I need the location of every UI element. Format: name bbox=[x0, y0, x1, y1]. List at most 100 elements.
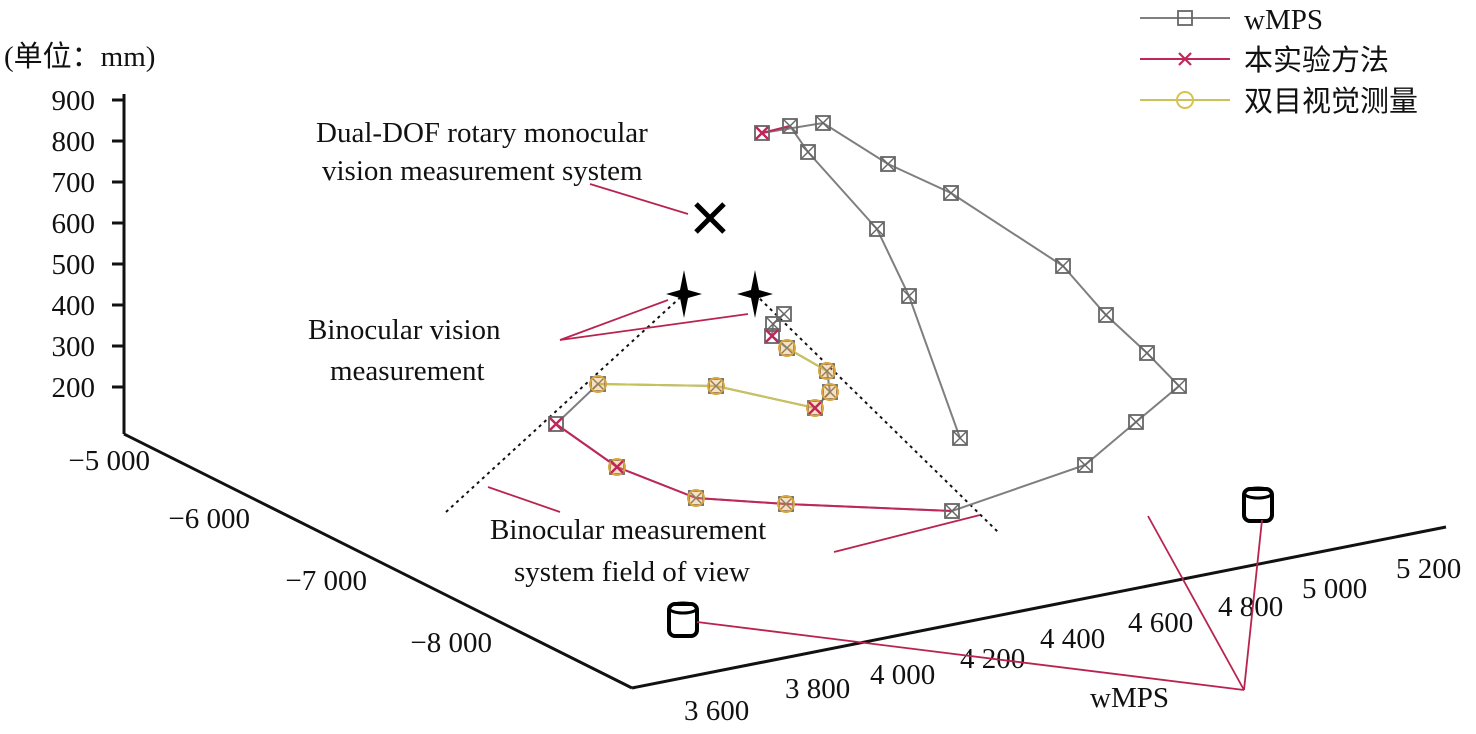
wmps-point bbox=[815, 115, 831, 131]
z-tick-label: 300 bbox=[52, 331, 96, 363]
wmps-point bbox=[1055, 258, 1071, 274]
wmps-point-square bbox=[1171, 378, 1187, 394]
leader-wmps-2 bbox=[1243, 519, 1263, 691]
wmps-transmitter-top bbox=[1242, 486, 1274, 500]
leader-wmps-1 bbox=[696, 621, 1245, 691]
x-tick-label: 3 600 bbox=[684, 695, 749, 727]
wmps-point-cross bbox=[952, 430, 968, 446]
wmps-point-cross bbox=[778, 496, 794, 512]
wmps-point-square bbox=[943, 185, 959, 201]
wmps-point bbox=[944, 503, 960, 519]
wmps-point bbox=[782, 118, 798, 134]
y-tick-label: −7 000 bbox=[285, 565, 367, 597]
fov-left-line bbox=[445, 293, 685, 513]
wmps-point-square bbox=[815, 115, 831, 131]
wmps-point bbox=[952, 430, 968, 446]
wmps-point-cross bbox=[688, 490, 704, 506]
wmps-point-cross bbox=[779, 340, 795, 356]
experimental-point bbox=[610, 460, 624, 474]
wmps-point-cross bbox=[944, 503, 960, 519]
y-tick-mark bbox=[285, 514, 299, 523]
y-tick-label: −8 000 bbox=[410, 627, 492, 659]
wmps-point-cross bbox=[590, 376, 606, 392]
legend-marker-circle bbox=[1176, 91, 1194, 109]
x-axis-line bbox=[631, 525, 1447, 690]
y-tick-mark bbox=[517, 630, 531, 639]
wmps-point-cross bbox=[1077, 457, 1093, 473]
wmps-point-cross bbox=[1055, 258, 1071, 274]
x-tick-label: 4 400 bbox=[1040, 623, 1105, 655]
wmps-point-square bbox=[548, 416, 564, 432]
series-binocular-line bbox=[597, 383, 816, 409]
wmps-point-cross bbox=[815, 115, 831, 131]
z-tick-label: 500 bbox=[52, 249, 96, 281]
wmps-point-square bbox=[1055, 258, 1071, 274]
x-tick-label: 5 200 bbox=[1396, 553, 1461, 585]
binocular-camera-star-icon bbox=[737, 270, 773, 318]
wmps-point-square bbox=[1128, 414, 1144, 430]
experimental-point bbox=[755, 126, 769, 140]
binocular-point bbox=[818, 362, 836, 380]
binocular-point bbox=[687, 489, 705, 507]
wmps-point-square bbox=[782, 118, 798, 134]
wmps-point-square bbox=[1098, 307, 1114, 323]
x-tick-label: 4 600 bbox=[1128, 607, 1193, 639]
wmps-point-cross bbox=[1139, 345, 1155, 361]
devices-layer bbox=[487, 183, 1274, 691]
wmps-point bbox=[1077, 457, 1093, 473]
wmps-point-square bbox=[1077, 457, 1093, 473]
z-tick-label: 400 bbox=[52, 290, 96, 322]
binocular-point bbox=[777, 495, 795, 513]
fov-right-line bbox=[754, 293, 999, 533]
wmps-point-cross bbox=[869, 221, 885, 237]
series-exp-segment bbox=[761, 125, 791, 134]
wmps-transmitter-icon bbox=[667, 602, 699, 638]
binocular-camera-star-icon bbox=[666, 270, 702, 318]
legend-marker-square bbox=[1177, 10, 1193, 26]
wmps-point-square bbox=[800, 144, 816, 160]
legend-label: 双目视觉测量 bbox=[1244, 85, 1418, 118]
wmps-point-cross bbox=[901, 288, 917, 304]
wmps-point-square bbox=[754, 125, 770, 141]
experimental-point bbox=[808, 401, 822, 415]
leader-binocular-left bbox=[559, 299, 669, 341]
wmps-point bbox=[943, 185, 959, 201]
series-wmps-line bbox=[554, 121, 1181, 513]
wmps-point-cross bbox=[880, 156, 896, 172]
wmps-point-square bbox=[776, 306, 792, 322]
wmps-point-square bbox=[901, 288, 917, 304]
annotation-binocular-line-2: measurement bbox=[330, 355, 485, 387]
wmps-point-cross bbox=[819, 363, 835, 379]
annotation-monocular-line-1: Dual-DOF rotary monocular bbox=[316, 117, 648, 149]
z-tick-label: 800 bbox=[52, 126, 96, 158]
series-exp-segment bbox=[616, 466, 697, 499]
z-tick-label: 900 bbox=[52, 85, 96, 117]
leader-binocular-right bbox=[559, 313, 749, 341]
wmps-point bbox=[1128, 414, 1144, 430]
leader-fov bbox=[487, 486, 561, 513]
annotation-wmps: wMPS bbox=[1090, 682, 1169, 714]
wmps-point bbox=[880, 156, 896, 172]
wmps-point-square bbox=[1139, 345, 1155, 361]
monocular-system-marker bbox=[694, 202, 726, 234]
x-tick-label: 4 000 bbox=[870, 659, 935, 691]
y-axis-line bbox=[123, 432, 633, 690]
y-axis-ticks: −5 000−6 000−7 000−8 000 bbox=[68, 445, 531, 659]
legend-label: 本实验方法 bbox=[1244, 44, 1389, 77]
z-tick-label: 700 bbox=[52, 167, 96, 199]
y-tick-label: −6 000 bbox=[168, 503, 250, 535]
wmps-point-cross bbox=[776, 306, 792, 322]
leader-fov-right bbox=[833, 514, 981, 553]
experimental-point bbox=[765, 329, 779, 343]
annotation-binocular-line-1: Binocular vision bbox=[308, 314, 501, 346]
binocular-point bbox=[707, 377, 725, 395]
wmps-point bbox=[776, 306, 792, 322]
x-tick-label: 5 000 bbox=[1302, 573, 1367, 605]
wmps-point-square bbox=[952, 430, 968, 446]
series-exp-segment bbox=[555, 423, 618, 468]
annotation-fov-line-2: system field of view bbox=[514, 556, 750, 588]
legend-marker-x bbox=[1178, 52, 1192, 66]
wmps-point-cross bbox=[1098, 307, 1114, 323]
